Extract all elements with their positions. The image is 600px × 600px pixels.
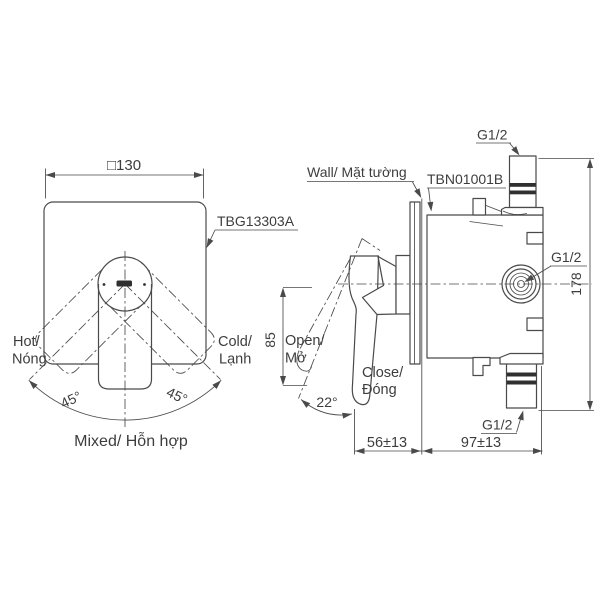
- body-depth-text: 97±13: [461, 435, 501, 451]
- side-part-code: TBN01001B: [427, 171, 503, 187]
- front-lever-closed: [97, 284, 153, 390]
- bottom-pipe-thread-band2: [506, 380, 537, 385]
- valve-body: [426, 214, 544, 359]
- body-notch-lower: [526, 317, 544, 332]
- front-part-code: TBG13303A: [217, 213, 295, 229]
- top-thread-leader: [476, 142, 519, 154]
- outlet-thread-label: G1/2: [551, 249, 582, 265]
- bottom-thread-label: G1/2: [482, 417, 513, 433]
- open-angle-text: 22°: [316, 394, 337, 410]
- ray-45-right: [124, 283, 221, 380]
- front-lever-rotated-right: [110, 269, 215, 374]
- close-label-en: Close/: [362, 365, 404, 381]
- front-lever-rotated-left: [35, 269, 140, 374]
- dot-left: [102, 283, 106, 286]
- swing-arc: [28, 379, 222, 421]
- wall-depth-text: 56±13: [367, 435, 407, 451]
- wall-label: Wall/ Mặt tường: [307, 164, 407, 180]
- left-angle-text: 45°: [58, 388, 84, 411]
- top-flange-lip: [502, 210, 528, 215]
- height-dim-text: 178: [568, 272, 584, 296]
- height-dim-lines: [538, 158, 594, 411]
- mixed-label: Mixed/ Hỗn hợp: [74, 431, 188, 450]
- top-pipe-flange: [500, 206, 544, 216]
- side-plate: [409, 201, 421, 365]
- side-part-leader: [427, 187, 506, 210]
- width-dim-lines: [45, 168, 204, 199]
- side-lever-open: [298, 238, 381, 399]
- top-pipe: [508, 155, 537, 209]
- handle-dim-text: 85: [262, 332, 278, 348]
- wall-leader: [307, 181, 421, 197]
- width-dim-text: □130: [107, 157, 141, 174]
- depth-dim-lines: [354, 366, 543, 455]
- bottom-pipe-thread-band1: [506, 372, 537, 377]
- side-lever-open-tip: [296, 350, 312, 372]
- top-mounting-tab: [472, 197, 487, 216]
- dot-right: [143, 283, 146, 286]
- top-pipe-thread-band1: [509, 183, 536, 187]
- front-view: □130 TBG13303A Hot/ Nóng Cold/ Lạnh 45° …: [12, 157, 298, 450]
- side-view: 22° 85 Open/ Mở Close/ Đóng Wall/ Mặt tư…: [262, 127, 594, 455]
- top-pipe-thread-band2: [509, 190, 536, 195]
- bottom-mounting-tab: [472, 356, 491, 377]
- open-label-en: Open/: [285, 333, 325, 349]
- lever-cone-facet: [377, 256, 384, 286]
- bottom-pipe-flange: [499, 352, 544, 365]
- body-notch-upper: [526, 231, 544, 245]
- hot-label-vi: Nóng: [12, 352, 47, 368]
- front-part-leader: [206, 229, 298, 248]
- hot-label-en: Hot/: [13, 334, 41, 350]
- cold-label-vi: Lạnh: [219, 352, 251, 368]
- lever-collar: [395, 254, 411, 315]
- handle-dim-lines: [282, 287, 312, 386]
- open-label-vi: Mở: [285, 351, 307, 367]
- close-label-vi: Đóng: [362, 382, 397, 398]
- right-angle-text: 45°: [164, 384, 190, 407]
- cold-label-en: Cold/: [218, 334, 253, 350]
- ray-45-left: [29, 283, 126, 380]
- handle-logo-mark: [116, 280, 132, 287]
- top-thread-label: G1/2: [477, 127, 508, 143]
